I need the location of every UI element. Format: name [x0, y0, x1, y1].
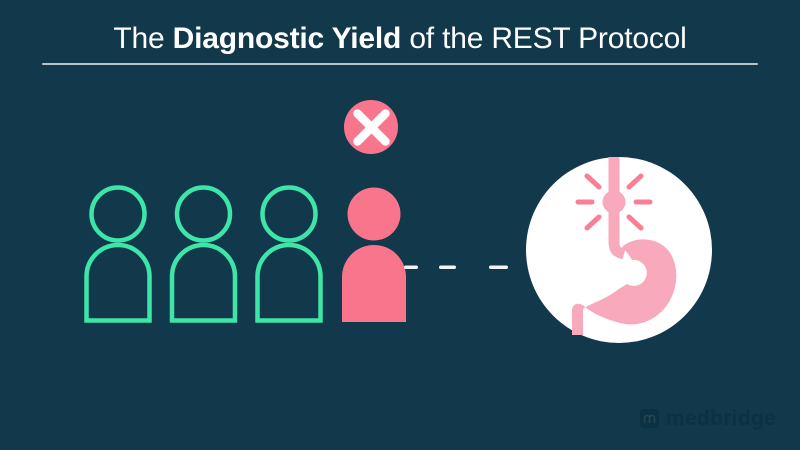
- person-body: [169, 242, 238, 323]
- bolus-obstruction: [602, 190, 626, 214]
- person-head: [260, 185, 318, 243]
- medbridge-logo: medbridge: [640, 408, 776, 429]
- person-body: [255, 242, 323, 323]
- title-divider: [42, 63, 758, 65]
- stomach-body: [572, 239, 677, 335]
- person-icon: [84, 185, 152, 323]
- medbridge-logo-text: medbridge: [666, 407, 777, 430]
- person-body: [84, 242, 152, 323]
- page-title: The Diagnostic Yield of the REST Protoco…: [0, 21, 800, 57]
- pain-burst-icon: [575, 173, 653, 231]
- person-head: [174, 185, 233, 243]
- x-stroke: [353, 109, 390, 146]
- person-head: [347, 187, 401, 241]
- person-icon: [255, 185, 323, 323]
- x-mark-icon: [344, 100, 398, 154]
- connector-dash: [489, 265, 508, 269]
- person-head: [89, 185, 147, 243]
- title-suffix: of the REST Protocol: [401, 22, 687, 55]
- person-icon-highlighted: [342, 187, 406, 322]
- esophagus: [608, 157, 626, 260]
- connector-dash: [439, 265, 456, 269]
- person-body: [342, 245, 406, 322]
- dashed-connector: [404, 265, 508, 269]
- medbridge-logo-icon: [640, 409, 659, 428]
- title-emphasis: Diagnostic Yield: [172, 22, 402, 55]
- connector-dash: [404, 265, 418, 269]
- title-prefix: The: [113, 22, 173, 55]
- person-icon: [169, 185, 238, 323]
- stomach-icon: [526, 157, 712, 343]
